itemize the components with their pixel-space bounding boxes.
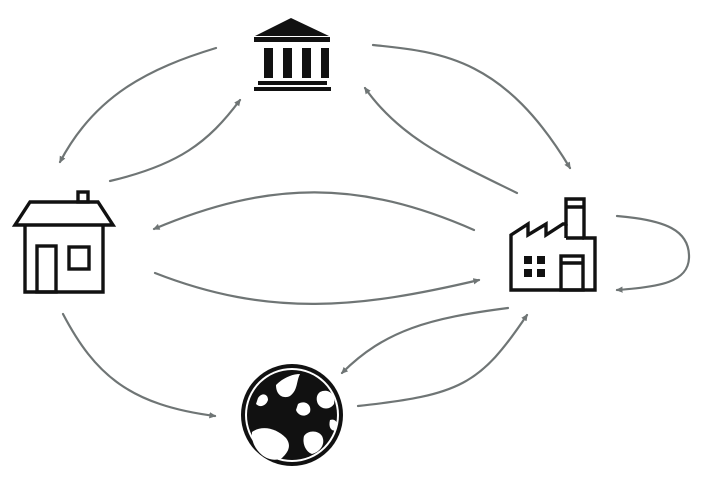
factory-icon	[509, 197, 597, 292]
flow-government-to-firms	[371, 43, 572, 170]
house-icon	[11, 190, 117, 294]
flow-arrows	[58, 43, 691, 419]
flow-firms-self-loop	[615, 214, 691, 293]
flow-households-to-firms	[153, 271, 481, 305]
flow-firms-to-households	[152, 191, 476, 232]
flow-firms-to-world	[340, 306, 510, 375]
bank-icon	[254, 18, 331, 91]
flow-world-to-firms	[356, 313, 529, 408]
flow-government-to-households	[58, 46, 218, 164]
globe-icon	[241, 364, 343, 466]
flow-firms-to-government	[363, 86, 519, 195]
flow-households-to-world	[61, 312, 217, 419]
flow-households-to-government	[108, 98, 242, 183]
